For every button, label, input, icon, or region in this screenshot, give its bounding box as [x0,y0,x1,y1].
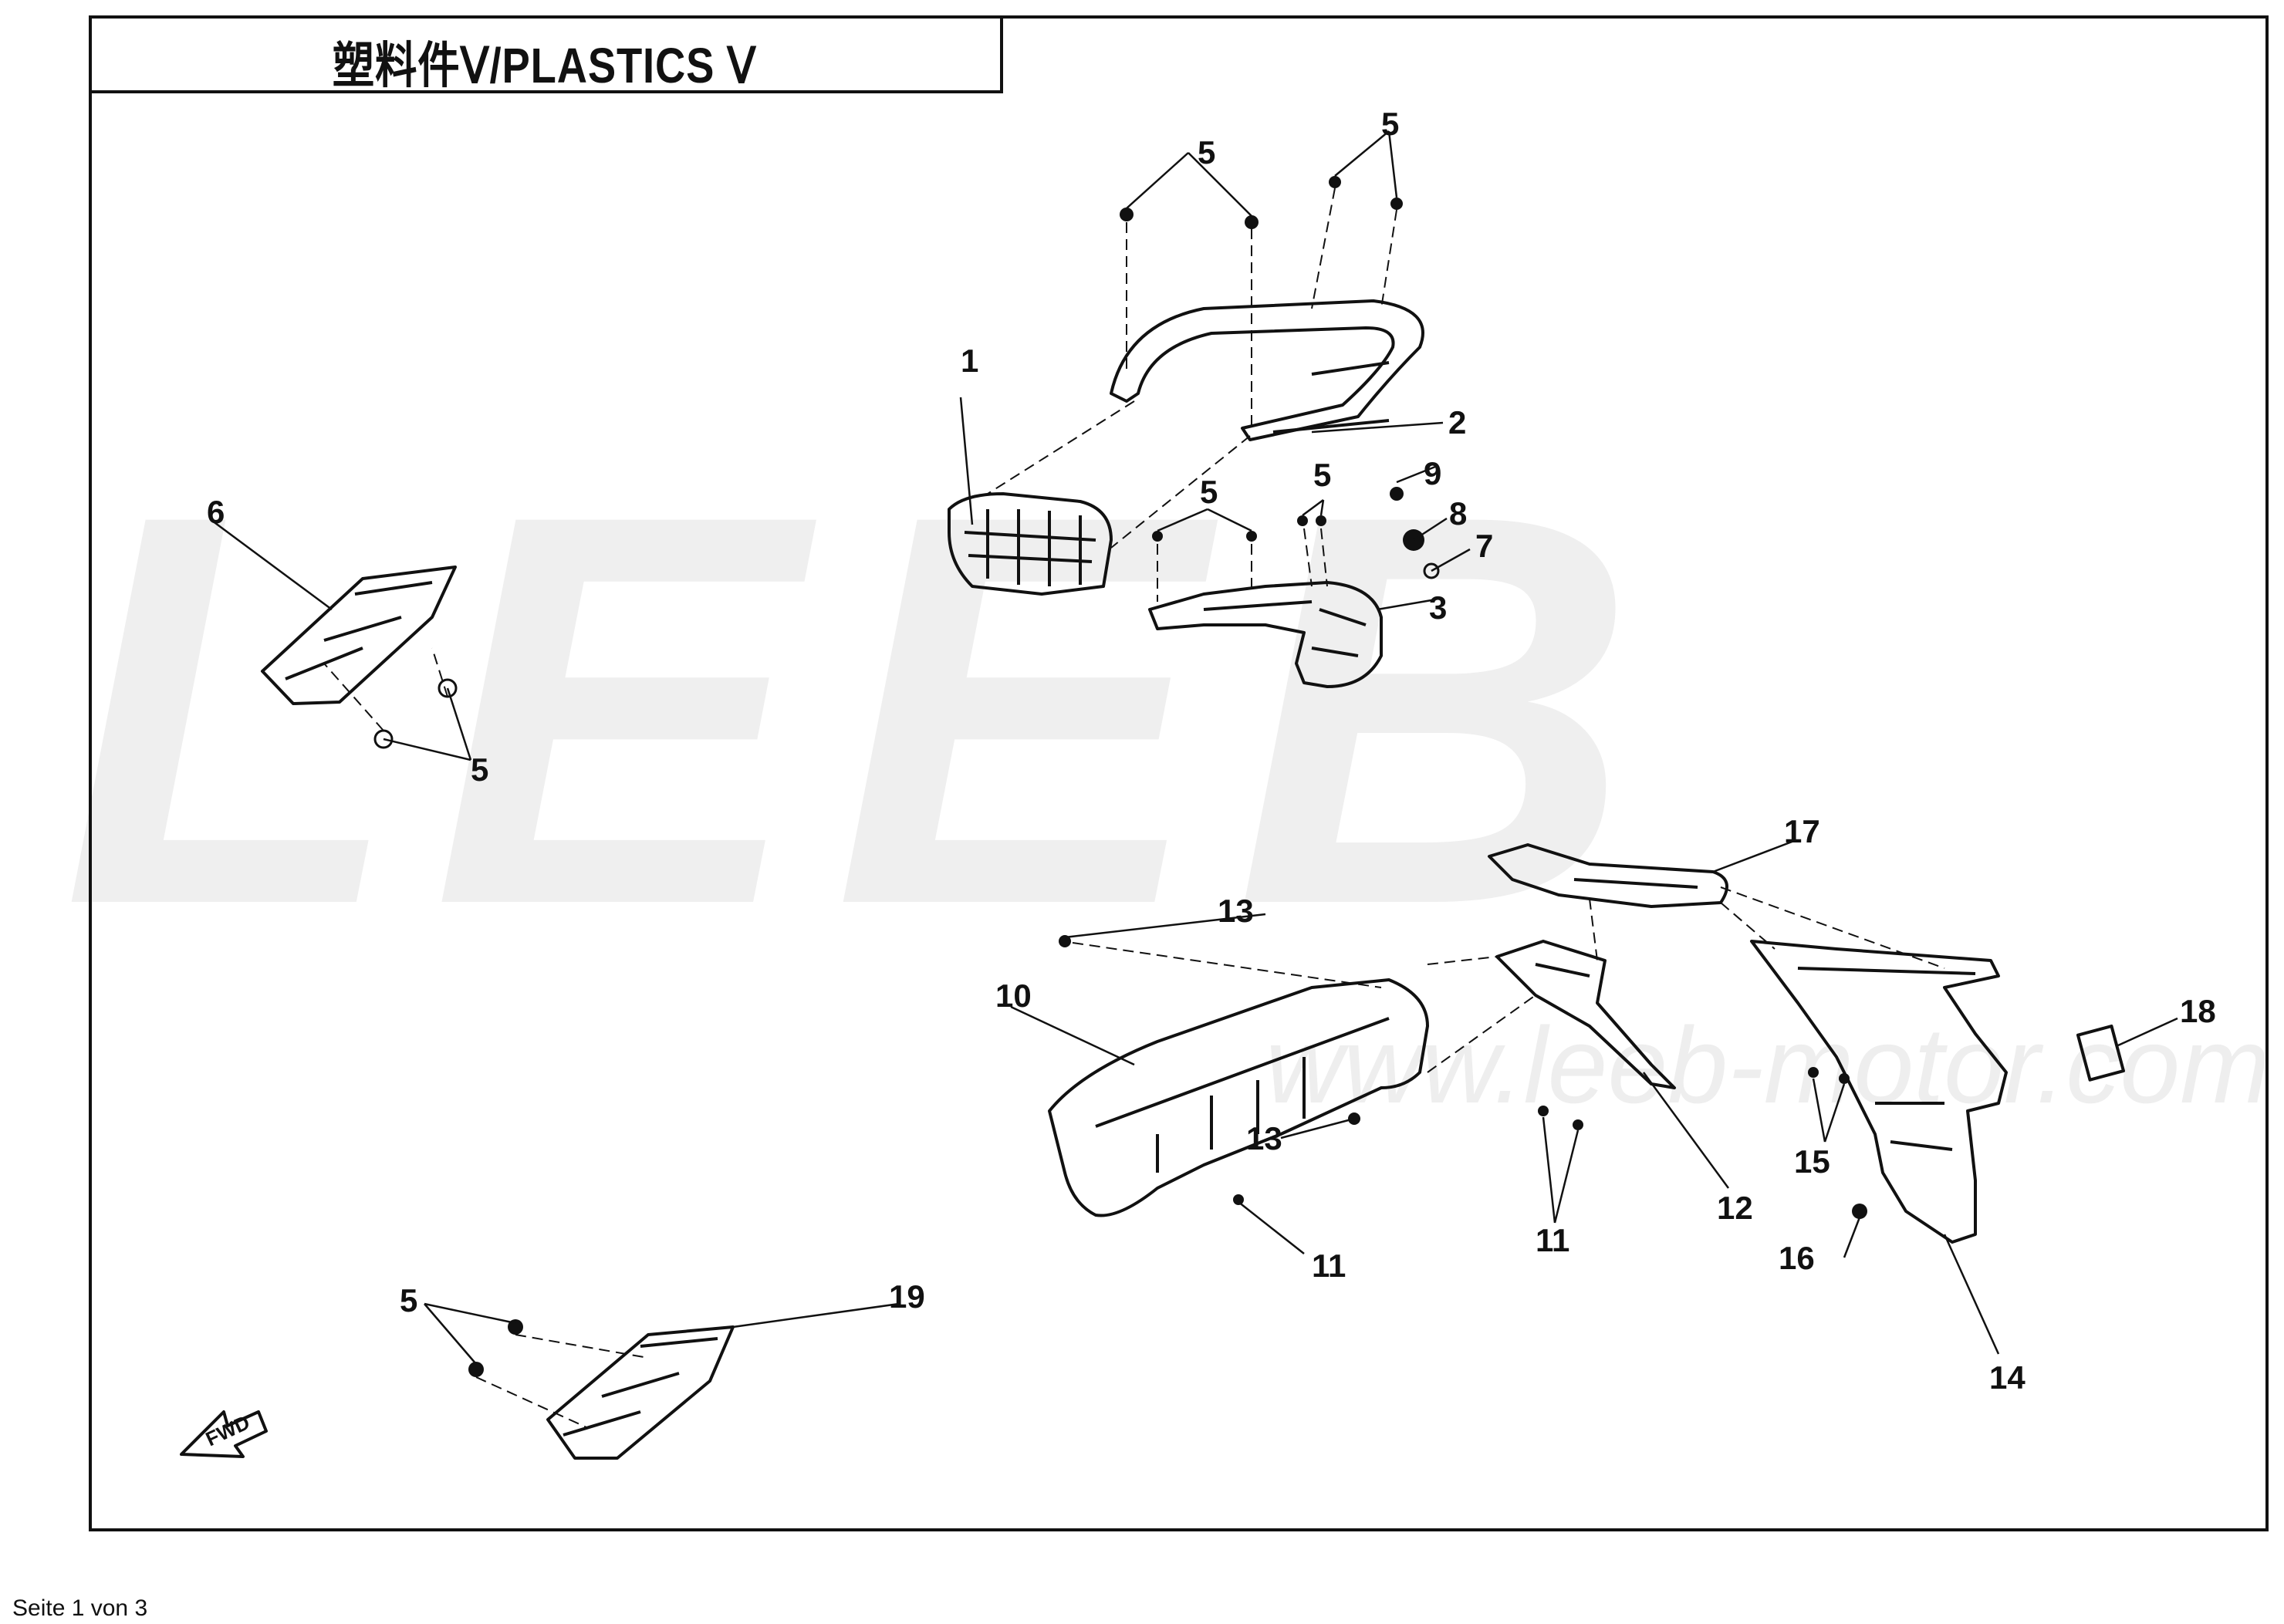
callout-5: 5 [400,1282,417,1318]
callout-7: 7 [1475,528,1493,564]
drawing-frame [89,15,2269,1531]
screw-icon [1573,1119,1583,1130]
screw-icon [1852,1204,1867,1219]
callout-15: 15 [1794,1143,1830,1180]
screw-icon [1233,1194,1244,1205]
screw-icon [1839,1073,1850,1084]
part-1-tail-light-cover [948,492,1113,596]
page-footer: Seite 1 von 3 [12,1595,148,1621]
screw-icon [1316,515,1326,526]
part-2-grab-rail [1110,299,1424,441]
part-17-tail-top-cover [1488,843,1728,908]
callout-5: 5 [1381,106,1399,142]
title-block: 塑料件Ⅴ/PLASTICS Ⅴ [89,15,1003,93]
callout-10: 10 [995,977,1032,1014]
clip-icon [468,1362,484,1377]
watermark-logo: LEEB [62,399,1667,1020]
callout-11: 11 [1312,1248,1346,1284]
screw-icon [1329,176,1341,188]
callout-11: 11 [1536,1222,1569,1258]
screw-icon [1152,531,1163,542]
callout-4: 5 [1198,134,1215,171]
callout-1: 1 [961,343,978,379]
callout-6: 6 [207,494,225,530]
part-19-side-cover [546,1325,735,1460]
fwd-arrow-icon [180,1410,268,1458]
nut-icon [1423,562,1440,579]
callout-2: 2 [1448,404,1466,441]
fwd-label: FWD [202,1410,253,1450]
part-14-rear-fender [1750,940,2008,1244]
callout-13: 13 [1246,1120,1282,1156]
screw-icon [1246,531,1257,542]
screw-icon [1390,487,1404,501]
callout-3: 3 [1429,589,1447,626]
screw-icon [1808,1067,1819,1078]
callout-13: 13 [1218,893,1254,929]
watermark-url: www.leeb-motor.com [1265,1004,2270,1126]
screw-icon [1120,208,1134,221]
screw-icon [1245,215,1259,229]
screw-icon [1538,1106,1549,1116]
part-12-mudguard [1495,940,1676,1089]
page-title: 塑料件Ⅴ/PLASTICS Ⅴ [332,38,757,93]
callout-9: 9 [1424,455,1441,491]
callout-19: 19 [889,1278,925,1315]
callout-12: 12 [1717,1190,1753,1226]
screw-icon [1059,935,1071,947]
callout-16: 16 [1779,1240,1815,1276]
screw-icon [1390,198,1403,210]
callout-8: 8 [1449,495,1467,532]
part-18-reflector [2076,1025,2125,1082]
part-10-rear-inner-fender [1048,978,1429,1217]
callout-18: 18 [2180,993,2216,1029]
callout-17: 17 [1784,813,1820,849]
part-6-side-cover [261,566,457,705]
callout-5: 5 [1200,474,1218,510]
callout-14: 14 [1989,1359,2026,1396]
callout-5: 5 [471,751,488,788]
part-3-bracket [1148,581,1383,688]
callout-5: 5 [1313,457,1331,493]
screw-icon [1297,515,1308,526]
